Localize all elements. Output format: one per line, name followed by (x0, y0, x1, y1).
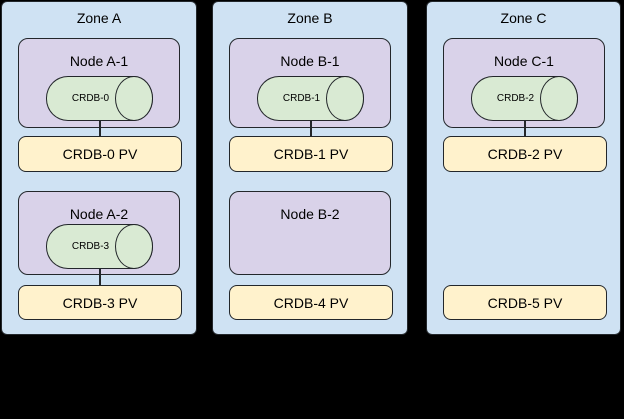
crdb-2-cylinder: CRDB-2 (471, 76, 578, 121)
crdb-0-label: CRDB-0 (71, 93, 110, 104)
node-b-1: Node B-1 CRDB-1 (229, 38, 391, 128)
pv-crdb-4-label: CRDB-4 PV (273, 294, 349, 311)
zone-a: Zone A Node A-1 CRDB-0 CRDB-0 PV Node A-… (1, 1, 197, 335)
pv-crdb-3: CRDB-3 PV (18, 285, 182, 320)
pv-crdb-3-label: CRDB-3 PV (62, 294, 138, 311)
crdb-0-cylinder: CRDB-0 (46, 76, 153, 121)
zone-c-title: Zone C (500, 10, 547, 26)
zone-a-title: Zone A (76, 10, 122, 26)
node-a-1-label: Node A-1 (69, 53, 129, 69)
zone-c: Zone C Node C-1 CRDB-2 CRDB-2 PV CRDB-5 … (426, 1, 621, 335)
node-b-2-label: Node B-2 (280, 206, 340, 222)
node-c-1: Node C-1 CRDB-2 (443, 38, 605, 128)
pv-crdb-5-label: CRDB-5 PV (487, 294, 563, 311)
pv-crdb-0-label: CRDB-0 PV (62, 146, 138, 162)
cylinder-cap (326, 76, 364, 121)
pv-crdb-1-label: CRDB-1 PV (273, 146, 349, 162)
cylinder-cap (540, 76, 578, 121)
crdb-2-label: CRDB-2 (496, 93, 535, 104)
crdb-3-label: CRDB-3 (71, 241, 110, 252)
node-a-2-label: Node A-2 (69, 206, 129, 222)
connector-crdb-2-to-pv (524, 120, 526, 136)
zone-b-title: Zone B (287, 10, 333, 26)
crdb-1-cylinder: CRDB-1 (257, 76, 364, 121)
connector-crdb-1-to-pv (310, 120, 312, 136)
crdb-1-label: CRDB-1 (282, 93, 321, 104)
pv-crdb-4: CRDB-4 PV (229, 285, 393, 320)
node-a-2: Node A-2 CRDB-3 (18, 191, 180, 275)
node-a-1: Node A-1 CRDB-0 (18, 38, 180, 128)
cylinder-cap (115, 76, 153, 121)
pv-crdb-5: CRDB-5 PV (443, 285, 607, 320)
crdb-3-cylinder: CRDB-3 (46, 224, 153, 269)
node-c-1-label: Node C-1 (494, 53, 554, 69)
cylinder-cap (115, 224, 153, 269)
node-b-2: Node B-2 (229, 191, 391, 275)
zone-b: Zone B Node B-1 CRDB-1 CRDB-1 PV Node B-… (212, 1, 408, 335)
pv-crdb-1: CRDB-1 PV (229, 136, 393, 172)
pv-crdb-2-label: CRDB-2 PV (487, 146, 563, 162)
pv-crdb-2: CRDB-2 PV (443, 136, 607, 172)
connector-crdb-0-to-pv (99, 120, 101, 136)
connector-crdb-3-to-pv (99, 268, 101, 285)
node-b-1-label: Node B-1 (280, 53, 340, 69)
pv-crdb-0: CRDB-0 PV (18, 136, 182, 172)
